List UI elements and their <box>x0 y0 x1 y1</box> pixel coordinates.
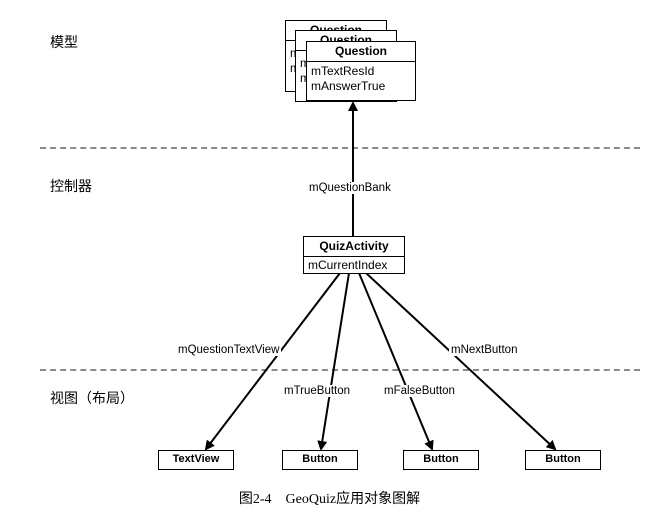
figure-caption: 图2-4 GeoQuiz应用对象图解 <box>238 492 421 507</box>
divider-model-controller <box>40 147 640 149</box>
view-box-text-view: TextView <box>158 450 234 470</box>
edge-label-true-button: mTrueButton <box>282 385 353 397</box>
edge-label-question-bank: mQuestionBank <box>307 182 393 194</box>
view-box-true-button: Button <box>282 450 358 470</box>
question-field-answer-true: mAnswerTrue <box>311 79 386 93</box>
quiz-activity-title: QuizActivity <box>304 237 404 257</box>
edge-label-question-text-view: mQuestionTextView <box>176 344 282 356</box>
edge-question-text-view <box>204 272 341 451</box>
view-box-next-button: Button <box>525 450 601 470</box>
edge-false-button <box>358 272 434 451</box>
divider-controller-view <box>40 369 640 371</box>
question-box: Question mTextResId mAnswerTrue <box>306 41 416 101</box>
view-box-false-button: Button <box>403 450 479 470</box>
edge-true-button <box>317 272 350 451</box>
layer-label-view: 视图（布局） <box>50 391 134 407</box>
layer-label-controller: 控制器 <box>50 179 92 195</box>
layer-label-model: 模型 <box>50 35 78 51</box>
edge-label-next-button: mNextButton <box>449 344 520 356</box>
quiz-activity-box: QuizActivity mCurrentIndex <box>303 236 405 274</box>
quiz-activity-field-current-index: mCurrentIndex <box>308 258 388 272</box>
question-box-back-1-field-2: m <box>300 71 310 85</box>
question-box-back-1-field: m <box>300 56 310 70</box>
question-field-text-res-id: mTextResId <box>311 64 375 78</box>
edge-next-button <box>365 272 557 451</box>
edge-label-false-button: mFalseButton <box>382 385 457 397</box>
question-box-title: Question <box>307 42 415 62</box>
